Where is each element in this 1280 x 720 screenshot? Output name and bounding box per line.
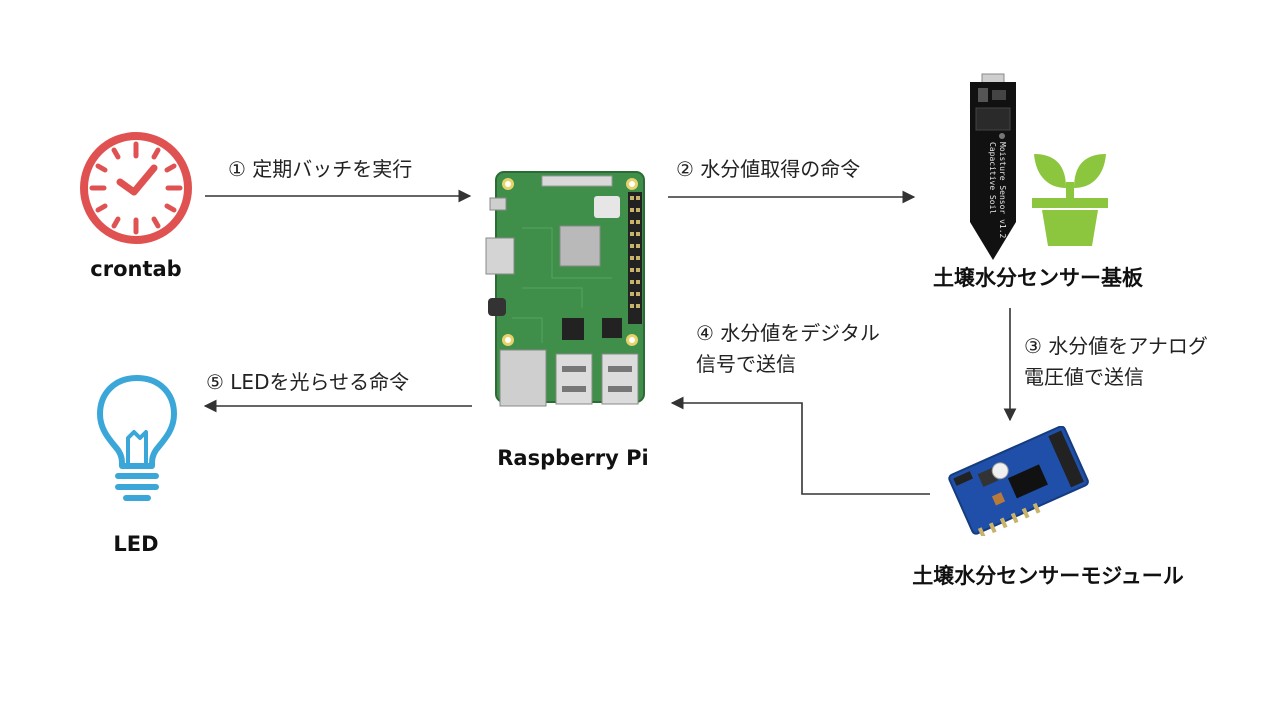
label-step5: ⑤ LEDを光らせる命令: [206, 370, 410, 394]
label-step2: ② 水分値取得の命令: [676, 157, 861, 181]
label-step3-line2: 電圧値で送信: [1024, 365, 1144, 389]
sensor-text-2: Moisture Sensor v1.2: [998, 142, 1007, 239]
clock-icon: [80, 132, 192, 244]
sensor-text-1: Capacitive Soil: [988, 142, 997, 214]
label-step1: ① 定期バッチを実行: [228, 157, 413, 181]
label-step4-line1: ④ 水分値をデジタル: [696, 321, 880, 345]
arrow-step4: [670, 396, 930, 495]
plant-pot-icon: [1032, 154, 1108, 246]
label-step4-line2: 信号で送信: [696, 352, 796, 376]
sensor-board-label: 土壌水分センサー基板: [933, 266, 1143, 290]
raspberry-pi-board: [485, 171, 645, 407]
sensor-module-label: 土壌水分センサーモジュール: [912, 564, 1184, 588]
raspberry-pi-label: Raspberry Pi: [497, 446, 649, 470]
adc-module: [948, 426, 1089, 536]
capacitive-soil-sensor: Capacitive Soil Moisture Sensor v1.2: [970, 73, 1016, 260]
led-label: LED: [113, 532, 159, 556]
lightbulb-icon: [97, 375, 177, 501]
label-step3-line1: ③ 水分値をアナログ: [1024, 334, 1208, 358]
crontab-label: crontab: [90, 257, 182, 281]
